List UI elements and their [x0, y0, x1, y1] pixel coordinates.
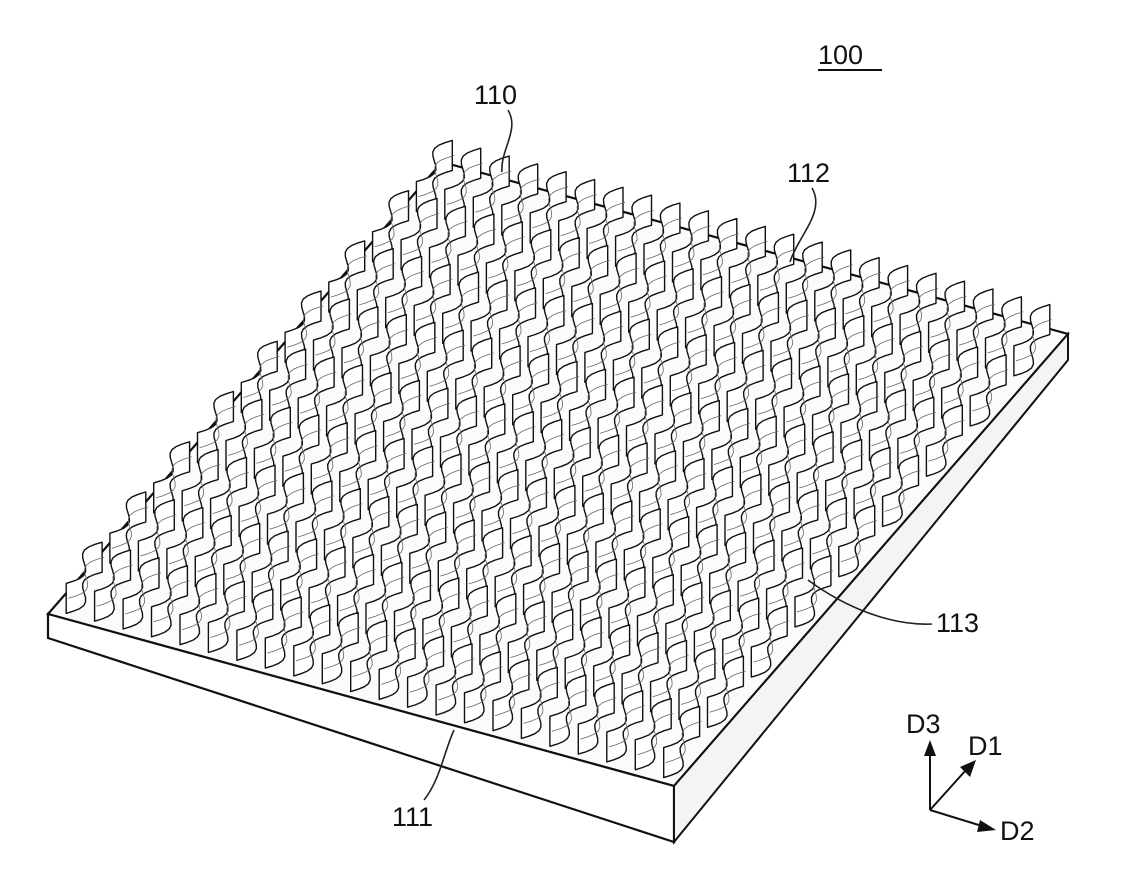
axis-d3-label: D3 [906, 709, 941, 739]
axis-d2-label: D2 [1000, 816, 1035, 846]
direction-axes: D3 D1 D2 [906, 709, 1035, 846]
axis-d3-arrowhead [924, 740, 936, 756]
axis-d2-line [930, 810, 982, 826]
label-112: 112 [787, 158, 830, 188]
label-113: 113 [936, 608, 979, 638]
reference-label-100: 100 [818, 40, 882, 70]
axis-d1-label: D1 [968, 731, 1003, 761]
label-110: 110 [474, 80, 517, 110]
axis-d1-line [930, 770, 966, 810]
label-100: 100 [818, 40, 863, 70]
axis-d2-arrowhead [977, 820, 996, 832]
label-111: 111 [392, 802, 433, 832]
